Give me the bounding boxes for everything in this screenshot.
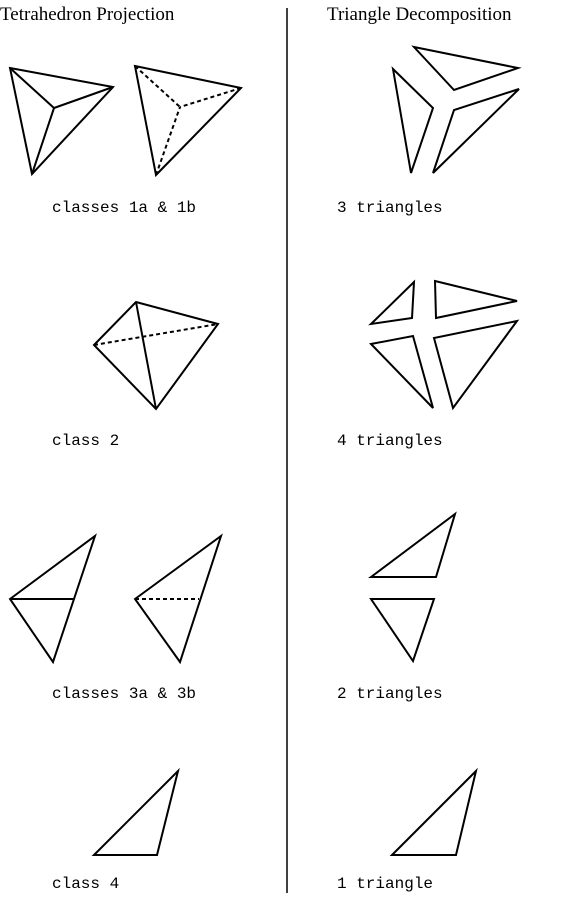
caption-2-triangles: 2 triangles (337, 685, 443, 703)
decomposition-4-triangles (368, 279, 520, 411)
triangle (432, 319, 520, 411)
triangle (432, 88, 520, 174)
hidden-edge (179, 87, 242, 108)
caption-1-triangle: 1 triangle (337, 875, 434, 893)
decomposition-3-triangles (391, 45, 522, 174)
triangle (433, 279, 518, 320)
caption-class-2: class 2 (52, 432, 120, 450)
heading-triangle-decomposition: Triangle Decomposition (327, 4, 512, 25)
decomposition-1-triangle (389, 767, 478, 856)
caption-class-4: class 4 (52, 875, 120, 893)
decomposition-2-triangles (368, 511, 457, 664)
tetrahedron-class-4 (91, 767, 180, 856)
caption-4-triangles: 4 triangles (337, 432, 443, 450)
triangle (389, 767, 478, 856)
hidden-edge (134, 65, 181, 108)
tetrahedron-class-1b (133, 64, 243, 178)
outline (133, 533, 223, 665)
triangle (368, 334, 434, 409)
caption-3-triangles: 3 triangles (337, 199, 443, 217)
outline (91, 767, 180, 856)
triangle (391, 66, 435, 174)
tetrahedron-class-3a (8, 533, 97, 665)
tetrahedron-class-2 (92, 300, 220, 411)
tetrahedron-class-1a (8, 66, 115, 177)
triangle (368, 511, 457, 578)
triangle (368, 279, 416, 326)
edge (53, 86, 114, 109)
edge (9, 67, 55, 109)
edge (31, 107, 55, 175)
heading-tetrahedron-projection: Tetrahedron Projection (0, 4, 175, 25)
outline (133, 64, 243, 178)
caption-classes-3a-3b: classes 3a & 3b (52, 685, 197, 703)
edge (135, 301, 157, 410)
outline (8, 66, 115, 177)
triangle (411, 45, 522, 92)
hidden-edge (155, 106, 181, 176)
tetrahedron-class-3b (133, 533, 223, 665)
caption-classes-1a-1b: classes 1a & 1b (52, 199, 197, 217)
triangle (369, 598, 436, 664)
outline (92, 300, 220, 411)
